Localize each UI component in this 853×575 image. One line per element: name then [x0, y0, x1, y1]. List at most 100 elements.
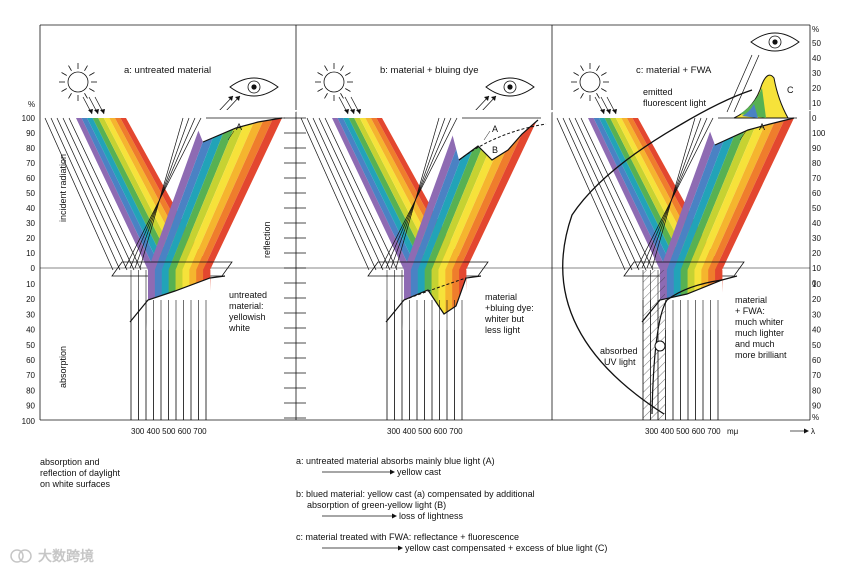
reflected-band	[189, 118, 265, 270]
left-tick: 80	[26, 144, 35, 153]
incident-uv-line	[56, 117, 128, 271]
reflected-band	[168, 118, 239, 270]
incident-uv-line	[300, 117, 370, 271]
reflected-white-line	[124, 117, 202, 269]
left-tick: 10	[26, 249, 35, 258]
marker-leader	[739, 130, 747, 141]
reflected-white-line	[134, 117, 190, 269]
dashed-absorption	[403, 277, 467, 301]
sun-ray	[84, 93, 88, 99]
eye-iris	[247, 80, 261, 94]
legend-c: c: material treated with FWA: reflectanc…	[296, 532, 519, 542]
sun-ray	[601, 72, 607, 76]
emitted-label: emitted fluorescent light	[643, 87, 707, 108]
incident-band	[98, 118, 183, 270]
svg-text:fluorescent light: fluorescent light	[643, 98, 707, 108]
sun-ray	[345, 72, 351, 76]
reflected-white-line	[395, 117, 440, 269]
watermark: 大数跨境	[10, 548, 94, 564]
reflected-band	[417, 118, 486, 270]
left-tick: 20	[26, 234, 35, 243]
svg-text:much lighter: much lighter	[735, 328, 784, 338]
absorption-mask	[402, 278, 468, 330]
unit-label: mμ	[727, 427, 739, 436]
fluorescence-blue	[742, 104, 758, 118]
incident-band	[348, 118, 432, 270]
right-top-percent: %	[812, 25, 819, 34]
right-tick: 10	[812, 99, 821, 108]
reflected-band	[203, 118, 282, 270]
left-tick: 60	[26, 356, 35, 365]
eye-pupil	[772, 39, 778, 45]
absorption-mask	[658, 280, 724, 330]
sun-ray	[573, 88, 579, 92]
sun-ray	[317, 72, 323, 76]
right-tick: 80	[812, 159, 821, 168]
eye-icon	[229, 77, 279, 97]
incident-band	[92, 118, 176, 270]
left-tick: 70	[26, 159, 35, 168]
arrow-head	[235, 96, 240, 101]
svg-text:+ FWA:: + FWA:	[735, 306, 765, 316]
left-tick: 40	[26, 326, 35, 335]
left-tick: 60	[26, 174, 35, 183]
right-tick: 100	[812, 129, 826, 138]
absorption-band	[431, 270, 439, 315]
absorption-band	[445, 270, 453, 315]
svg-text:emitted: emitted	[643, 87, 673, 97]
incident-uv-line	[324, 117, 398, 271]
left-tick: 100	[22, 114, 36, 123]
reflected-band	[666, 118, 733, 270]
svg-text:untreated: untreated	[229, 290, 267, 300]
right-tick: 60	[812, 356, 821, 365]
sun-ray	[340, 93, 344, 99]
incident-uv-line	[562, 117, 633, 271]
right-tick: 80	[812, 386, 821, 395]
right-tick: 10	[812, 264, 821, 273]
eye-icon	[485, 77, 535, 97]
incident-band	[593, 118, 674, 270]
reflectance-curve	[714, 117, 795, 146]
reflect-mask	[446, 110, 556, 160]
right-tick: 70	[812, 371, 821, 380]
panel-c-marker-c: C	[787, 85, 794, 95]
reflected-band	[431, 118, 503, 270]
absorption-band	[680, 270, 688, 315]
fwa-absorption-curve	[651, 279, 723, 415]
sun-ray	[84, 65, 88, 71]
reflection-label: reflection	[262, 221, 272, 258]
absorption-mask	[146, 278, 212, 330]
lambda-arrow: λ	[790, 427, 815, 436]
svg-text:on white surfaces: on white surfaces	[40, 479, 111, 489]
sun-icon	[67, 71, 89, 93]
absorption-curve	[129, 275, 226, 323]
svg-text:less light: less light	[485, 325, 521, 335]
reflected-white-line	[385, 117, 452, 269]
arrow-head	[228, 96, 233, 101]
reflected-white-line	[641, 117, 708, 269]
panel-c-note: material + FWA: much whiter much lighter…	[735, 295, 787, 360]
absorption-band	[410, 270, 419, 315]
eye-iris	[768, 35, 782, 49]
marker-leader	[483, 130, 491, 141]
arrow-head	[344, 109, 349, 114]
reflected-white-line	[129, 117, 196, 269]
sun-ray	[61, 88, 67, 92]
panel-a-title: a: untreated material	[124, 65, 211, 76]
incident-uv-line	[580, 117, 654, 271]
eye-pupil	[507, 84, 513, 90]
sun-ray	[601, 88, 607, 92]
incident-band	[337, 118, 418, 270]
marker-leader	[227, 130, 235, 141]
panel-c	[556, 32, 812, 420]
sun-icon	[579, 71, 601, 93]
sun-ray	[340, 65, 344, 71]
eye-iris	[503, 80, 517, 94]
panel-b-marker-b: B	[492, 145, 498, 155]
eye-icon	[750, 32, 800, 52]
left-tick: 50	[26, 189, 35, 198]
uv-conversion-curve	[562, 124, 681, 415]
svg-text:more brilliant: more brilliant	[735, 350, 787, 360]
incident-uv-line	[62, 117, 135, 271]
